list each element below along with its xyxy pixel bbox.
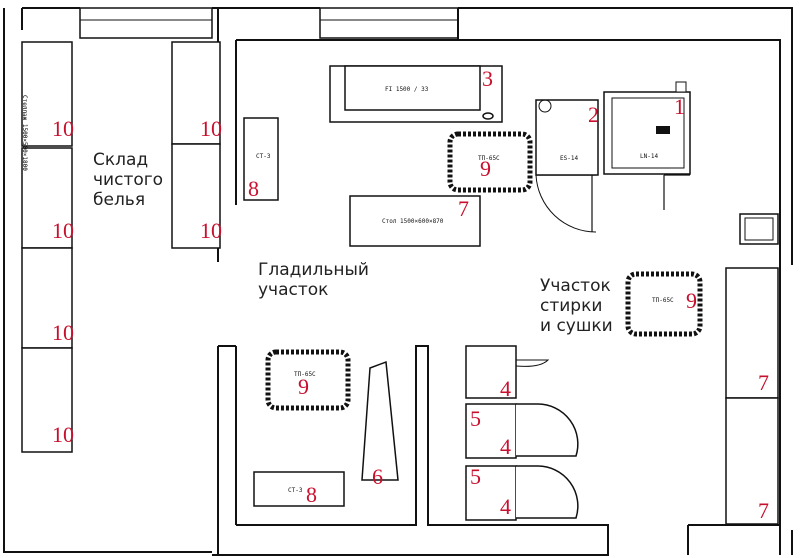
- num-7b: 7: [758, 370, 769, 395]
- num-6: 6: [372, 464, 383, 489]
- wall-bottom-left: [217, 345, 237, 555]
- num-9c: 9: [298, 374, 309, 399]
- zone-ironing: Гладильный участок: [258, 260, 369, 300]
- table-right-2: [725, 397, 779, 525]
- tp65-top: [447, 131, 533, 193]
- press: [361, 360, 399, 481]
- num-9a: 9: [480, 156, 491, 181]
- num-4a: 4: [500, 376, 511, 401]
- rack-6: [171, 143, 221, 249]
- num-10e: 10: [200, 116, 222, 141]
- rack-2: [21, 147, 73, 249]
- num-10d: 10: [52, 422, 74, 447]
- num-10c: 10: [52, 320, 74, 345]
- num-3: 3: [482, 66, 493, 91]
- window-right: [319, 7, 459, 39]
- dryer-2: [465, 465, 517, 521]
- table-top: [349, 195, 481, 247]
- num-7c: 7: [758, 498, 769, 523]
- ln14-label: LN-14: [640, 153, 658, 160]
- es14-label: ES-14: [560, 155, 578, 162]
- window-left: [79, 7, 213, 39]
- num-4b: 4: [500, 434, 511, 459]
- rack-5: [171, 41, 221, 145]
- num-4c: 4: [500, 494, 511, 519]
- num-10f: 10: [200, 218, 222, 243]
- num-7a: 7: [458, 196, 469, 221]
- wall-bottom-right: [687, 270, 781, 555]
- num-8a: 8: [248, 176, 259, 201]
- sink: [739, 213, 779, 245]
- table-top-label: Стол 1500×600×870: [382, 218, 444, 225]
- num-5a: 5: [470, 406, 481, 431]
- rack-label: Стеллаж 1500×500×1800: [21, 95, 28, 171]
- num-8b: 8: [306, 482, 317, 507]
- machine-es14: [535, 99, 599, 176]
- ct3-bottom: [253, 471, 345, 507]
- tp65-bottom-label: ТП-65С: [294, 371, 316, 378]
- rack-1: [21, 41, 73, 147]
- rack-3: [21, 247, 73, 349]
- tp65-top-label: ТП-65С: [478, 155, 500, 162]
- zone-washing: Участок стирки и сушки: [540, 276, 613, 336]
- num-2: 2: [588, 102, 599, 127]
- tp65-right: [625, 271, 703, 337]
- ct3-vertical: [243, 117, 279, 201]
- num-1: 1: [674, 94, 685, 119]
- wall-bottom-mid: [212, 345, 609, 556]
- num-5b: 5: [470, 464, 481, 489]
- table-right-1: [725, 267, 779, 399]
- door-arc: [535, 174, 597, 233]
- num-10a: 10: [52, 116, 74, 141]
- rack-4: [21, 347, 73, 453]
- machine-ln14: [603, 91, 691, 175]
- num-9b: 9: [686, 288, 697, 313]
- tp65-right-label: ТП-65С: [652, 297, 674, 304]
- ct3-bottom-label: СТ-3: [288, 487, 303, 494]
- tp65-bottom: [265, 349, 351, 411]
- ironer-label: FI 1500 / 33: [385, 86, 429, 93]
- num-10b: 10: [52, 218, 74, 243]
- dryer-1: [465, 403, 517, 459]
- machine-ln7: [465, 345, 517, 399]
- zone-storage: Склад чистого белья: [93, 150, 164, 210]
- ct3-vertical-label: СТ-3: [256, 153, 271, 160]
